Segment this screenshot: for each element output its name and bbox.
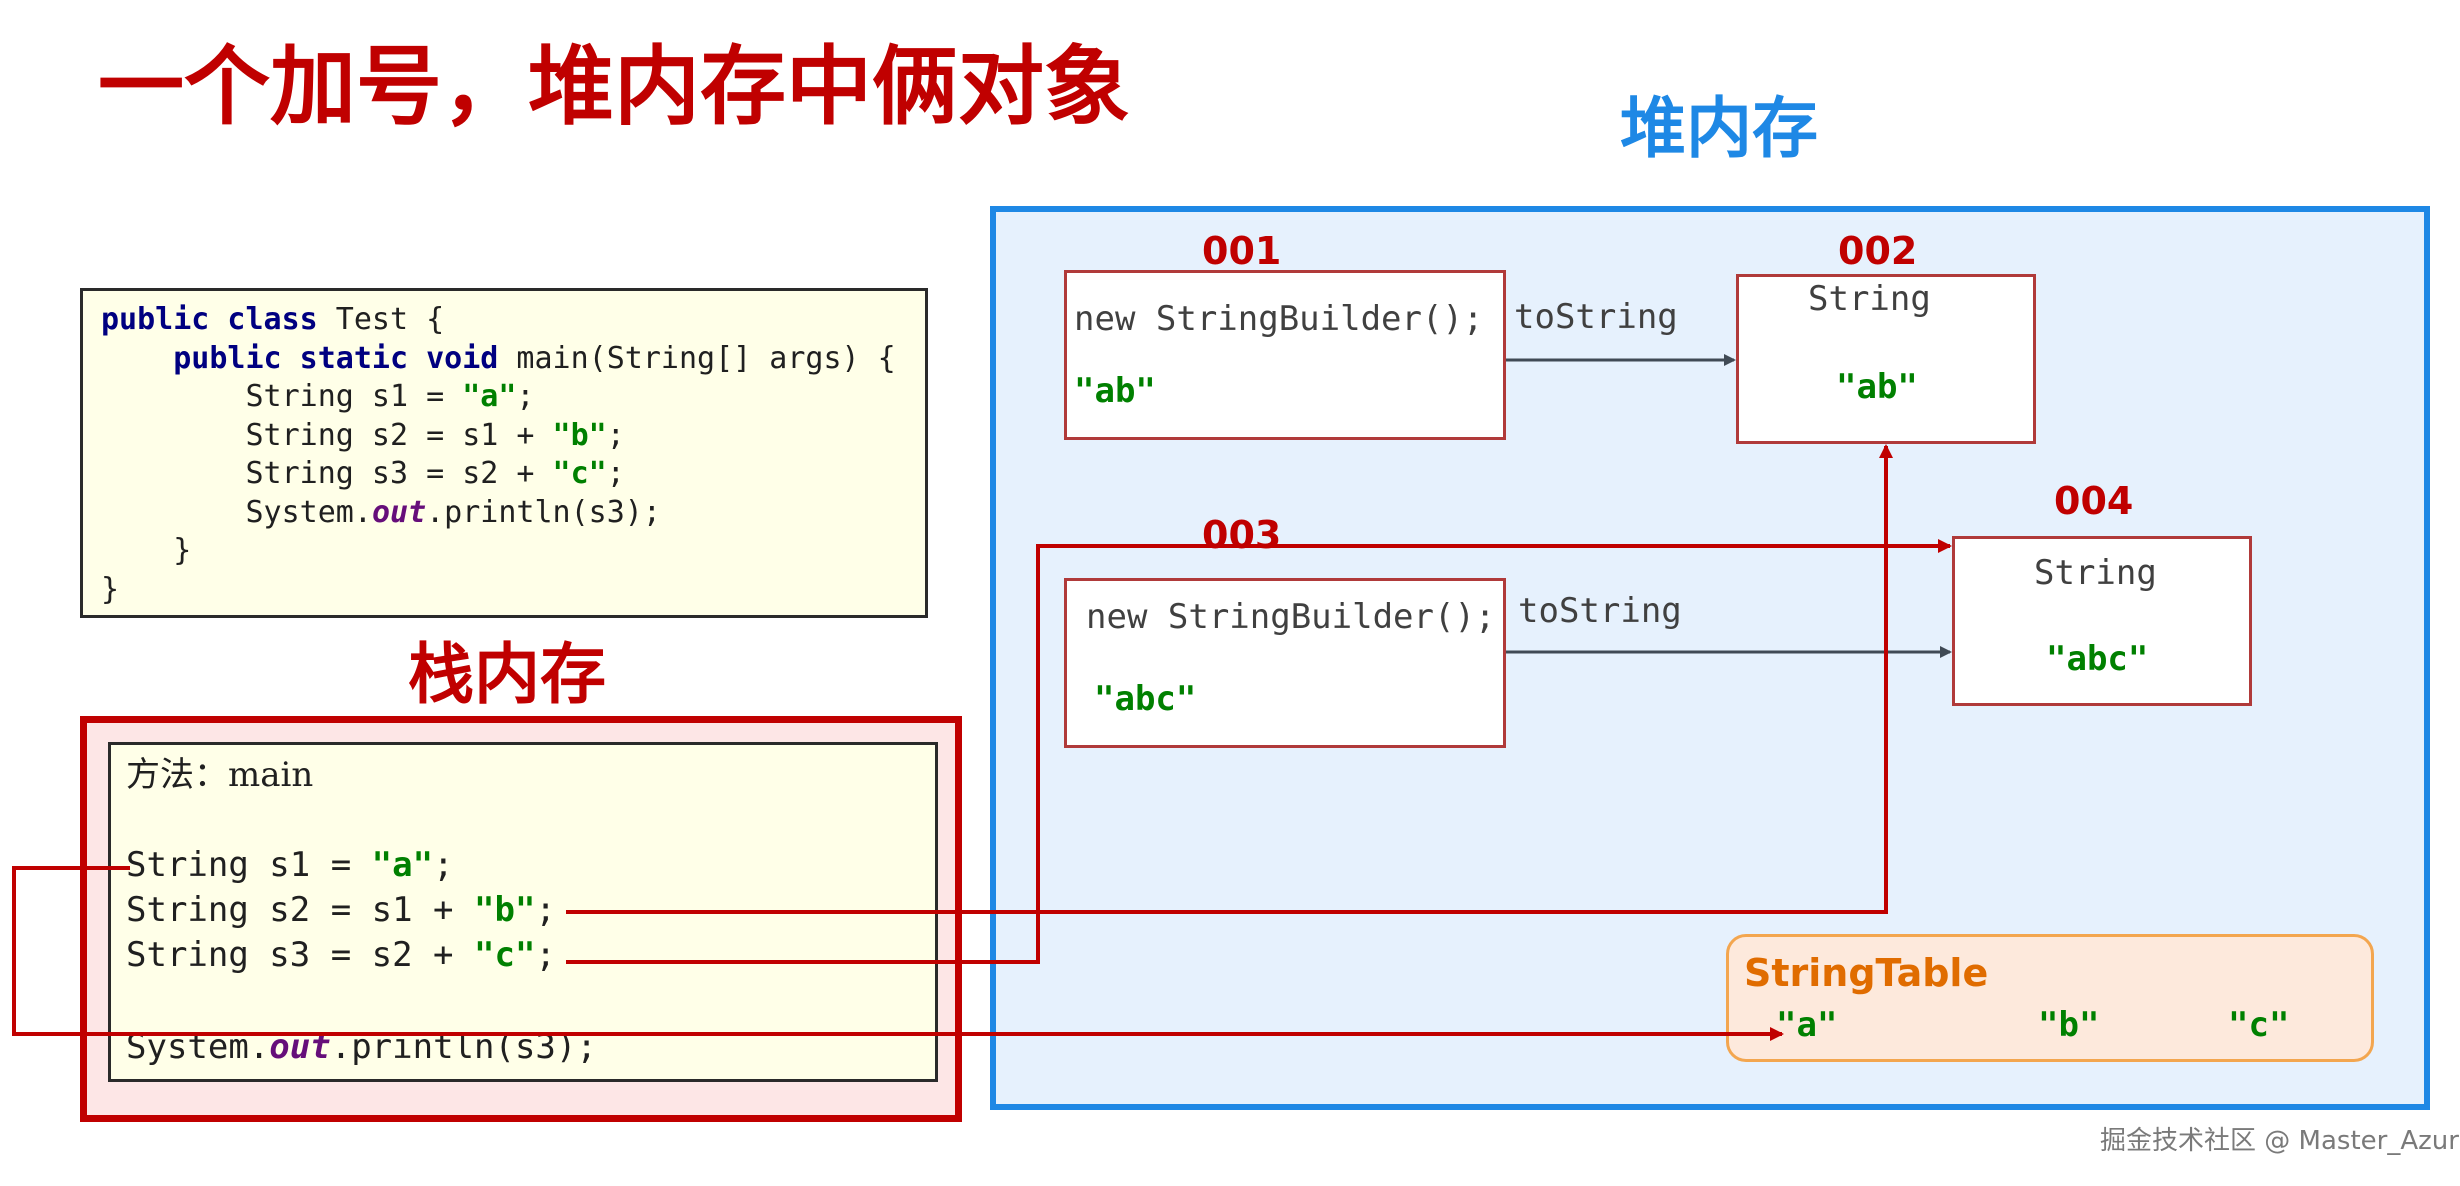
code-line-3: String s1 = "a"; bbox=[101, 378, 925, 417]
code-text: String s1 = bbox=[101, 379, 463, 414]
code-text: String s3 = s2 + bbox=[126, 935, 474, 975]
code-text: ; bbox=[516, 379, 535, 414]
address-004: 004 bbox=[2054, 479, 2134, 523]
code-text: System. bbox=[126, 1027, 270, 1067]
string-table-title: StringTable bbox=[1744, 951, 1989, 995]
code-keyword: public class bbox=[101, 302, 318, 337]
object-value: "abc" bbox=[2046, 639, 2149, 679]
object-value: "ab" bbox=[1836, 367, 1918, 407]
code-text: ; bbox=[433, 845, 454, 885]
stack-var-s2: String s2 = s1 + "b"; bbox=[126, 893, 556, 927]
code-string: "b" bbox=[474, 890, 536, 930]
source-code-box: public class Test { public static void m… bbox=[80, 288, 928, 618]
code-string: "a" bbox=[371, 845, 434, 885]
code-string: "b" bbox=[552, 417, 607, 453]
code-keyword: public static void bbox=[173, 340, 499, 376]
tostring-label: toString bbox=[1518, 591, 1682, 631]
code-field: out bbox=[269, 1027, 331, 1067]
code-string: "a" bbox=[462, 379, 517, 414]
string-table-value-c: "c" bbox=[2228, 1005, 2290, 1045]
main-title: 一个加号，堆内存中俩对象 bbox=[98, 37, 1130, 137]
tostring-label: toString bbox=[1514, 297, 1678, 337]
object-value: "abc" bbox=[1094, 679, 1197, 719]
code-line-4: String s2 = s1 + "b"; bbox=[101, 417, 925, 456]
code-text: ; bbox=[535, 935, 556, 975]
code-line-2: public static void main(String[] args) { bbox=[101, 340, 925, 379]
code-text: .println(s3); bbox=[330, 1027, 597, 1067]
code-text: .println(s3); bbox=[426, 494, 661, 530]
code-field: out bbox=[371, 494, 427, 530]
stack-var-s1: String s1 = "a"; bbox=[126, 848, 454, 882]
method-label: 方法：main bbox=[126, 755, 314, 795]
string-table-value-a: "a" bbox=[1776, 1005, 1838, 1045]
code-string: "c" bbox=[552, 456, 607, 491]
code-text: ; bbox=[535, 890, 556, 930]
stack-print-statement: System.out.println(s3); bbox=[126, 1030, 597, 1064]
heap-memory-label: 堆内存 bbox=[1620, 90, 1818, 167]
code-text: String s1 = bbox=[126, 845, 372, 885]
address-002: 002 bbox=[1838, 229, 1918, 273]
code-line-6: System.out.println(s3); bbox=[101, 494, 925, 533]
code-text: ; bbox=[606, 417, 625, 453]
string-object-002 bbox=[1736, 274, 2036, 444]
stack-var-s3: String s3 = s2 + "c"; bbox=[126, 938, 556, 972]
code-string: "c" bbox=[474, 935, 536, 975]
code-line-1: public class Test { bbox=[101, 301, 925, 340]
string-type-label: String bbox=[2034, 553, 2157, 593]
code-line-8: } bbox=[101, 571, 120, 607]
stringbuilder-code: new StringBuilder(); bbox=[1074, 299, 1484, 339]
code-indent bbox=[101, 341, 173, 376]
address-003: 003 bbox=[1202, 513, 1282, 557]
code-text: ; bbox=[606, 456, 625, 491]
code-text: String s2 = s1 + bbox=[101, 417, 553, 453]
code-line-5: String s3 = s2 + "c"; bbox=[101, 455, 925, 494]
string-table-value-b: "b" bbox=[2038, 1005, 2100, 1045]
stringbuilder-code: new StringBuilder(); bbox=[1086, 597, 1496, 637]
watermark: 掘金技术社区 @ Master_Azur bbox=[2100, 1126, 2459, 1156]
stack-memory-label: 栈内存 bbox=[408, 636, 606, 713]
code-text: Test { bbox=[317, 302, 445, 337]
code-line-7: } bbox=[101, 533, 192, 568]
code-text: String s2 = s1 + bbox=[126, 890, 474, 930]
string-object-004 bbox=[1952, 536, 2252, 706]
string-type-label: String bbox=[1808, 279, 1931, 319]
code-text: main(String[] args) { bbox=[498, 340, 896, 376]
address-001: 001 bbox=[1202, 229, 1282, 273]
code-text: System. bbox=[101, 494, 372, 530]
code-text: String s3 = s2 + bbox=[101, 456, 553, 491]
stringbuilder-object-001 bbox=[1064, 270, 1506, 440]
object-value: "ab" bbox=[1074, 371, 1156, 411]
